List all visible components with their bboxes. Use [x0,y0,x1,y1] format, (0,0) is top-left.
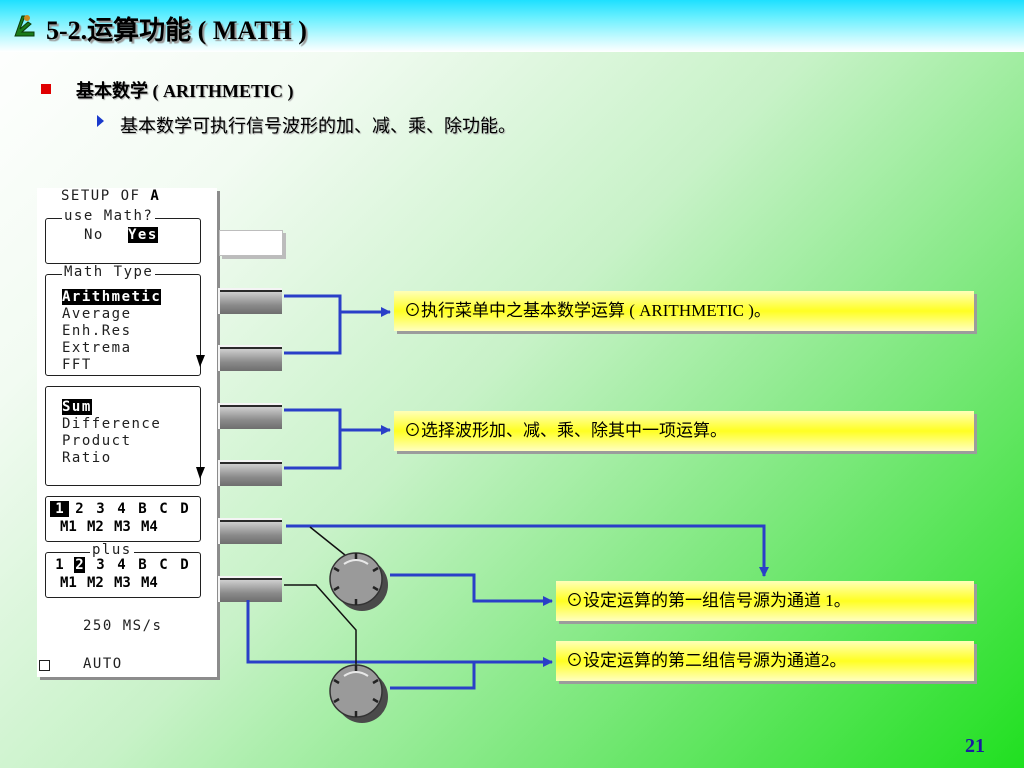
source2-ch2[interactable]: 2 [74,557,85,573]
softkey-7[interactable] [218,576,282,602]
page-title: 5-2.运算功能 ( MATH ) [46,16,307,45]
source1-d[interactable]: D [180,501,189,517]
page-number: 21 [965,735,985,757]
source2-m2[interactable]: M2 [87,575,104,591]
source1-b[interactable]: B [138,501,147,517]
knob-2-icon[interactable] [326,660,392,726]
source2-ch4[interactable]: 4 [117,557,126,573]
source1-c[interactable]: C [159,501,168,517]
softkey-4[interactable] [218,403,282,429]
math-type-extrema[interactable]: Extrema [62,340,132,356]
source2-title: plus [90,542,134,558]
note-source2: ⊙设定运算的第二组信号源为通道2。 [556,641,974,681]
section-subpoint: 基本数学可执行信号波形的加、减、乘、除功能。 [120,116,516,136]
source2-b[interactable]: B [138,557,147,573]
source1-m3[interactable]: M3 [114,519,131,535]
scroll-arrow-icon [196,467,205,479]
operation-difference[interactable]: Difference [62,416,162,432]
title-bar [0,0,1024,52]
use-math-title: use Math? [62,208,156,224]
scroll-arrow-icon [196,355,205,367]
source1-ch3[interactable]: 3 [96,501,105,517]
note-operation: ⊙选择波形加、减、乘、除其中一项运算。 [394,411,974,451]
math-type-average[interactable]: Average [62,306,132,322]
math-type-title: Math Type [62,264,156,280]
source1-ch1[interactable]: 1 [50,501,69,517]
source1-m1[interactable]: M1 [60,519,77,535]
note-arithmetic: ⊙执行菜单中之基本数学运算 ( ARITHMETIC )。 [394,291,974,331]
source2-ch1[interactable]: 1 [55,557,64,573]
operation-product[interactable]: Product [62,433,132,449]
source2-m4[interactable]: M4 [141,575,158,591]
section-heading: 基本数学 ( ARITHMETIC ) [76,81,294,101]
auto-checkbox[interactable] [39,660,50,671]
math-type-group: Math Type Arithmetic Average Enh.Res Ext… [45,264,201,376]
setup-channel: A [150,188,161,204]
use-math-group: use Math? No Yes [45,208,201,264]
source2-d[interactable]: D [180,557,189,573]
softkey-2[interactable] [218,288,282,314]
operation-sum[interactable]: Sum [62,399,92,415]
math-type-arithmetic[interactable]: Arithmetic [62,289,162,305]
sample-rate: 250 MS/s [83,618,163,634]
source1-ch4[interactable]: 4 [117,501,126,517]
math-setup-menu-panel: SETUP OF A use Math? No Yes Math Type Ar… [37,188,217,677]
square-bullet-icon [41,84,51,94]
softkey-5[interactable] [218,460,282,486]
triangle-bullet-icon [97,115,104,127]
source2-m1[interactable]: M1 [60,575,77,591]
source1-m4[interactable]: M4 [141,519,158,535]
setup-label: SETUP OF [61,188,141,204]
use-math-yes-option[interactable]: Yes [128,227,158,243]
softkey-1[interactable] [219,230,283,256]
source1-ch2[interactable]: 2 [75,501,84,517]
use-math-no-option[interactable]: No [84,227,104,243]
softkey-3[interactable] [218,345,282,371]
softkey-6[interactable] [218,518,282,544]
auto-label: AUTO [83,656,123,672]
source1-m2[interactable]: M2 [87,519,104,535]
math-type-fft[interactable]: FFT [62,357,92,373]
source2-c[interactable]: C [159,557,168,573]
title-logo-icon [14,15,35,37]
knob-1-icon[interactable] [326,548,392,614]
source2-ch3[interactable]: 3 [96,557,105,573]
note-source1: ⊙设定运算的第一组信号源为通道 1。 [556,581,974,621]
operation-ratio[interactable]: Ratio [62,450,112,466]
math-type-enh-res[interactable]: Enh.Res [62,323,132,339]
operation-group: Sum Difference Product Ratio [45,386,201,486]
source2-m3[interactable]: M3 [114,575,131,591]
